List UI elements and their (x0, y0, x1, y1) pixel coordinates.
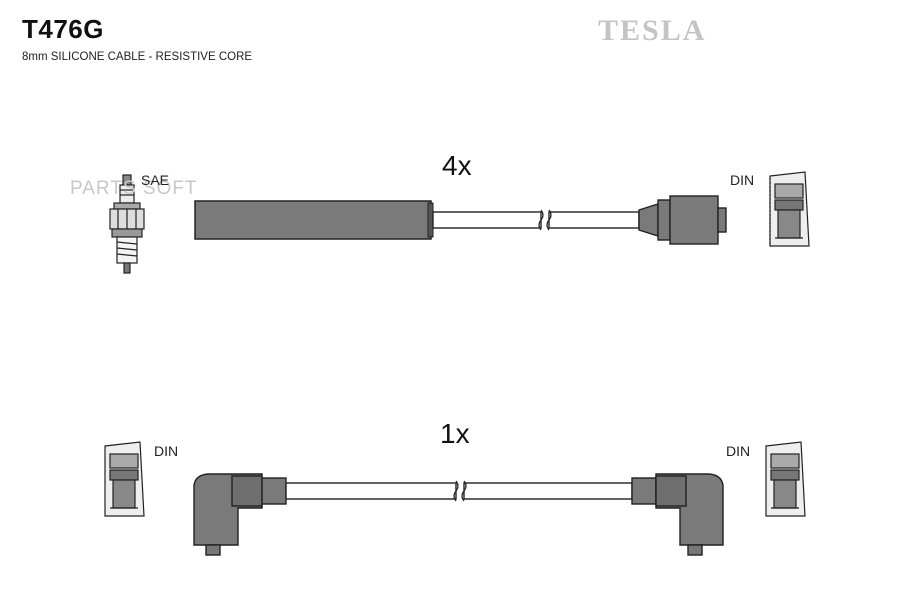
coil-boot-straight (638, 195, 727, 245)
cable-description: 8mm SILICONE CABLE - RESISTIVE CORE (22, 51, 253, 63)
part-number: T476G (22, 14, 104, 44)
spark-plug-icon (109, 174, 145, 274)
watermark: PARTS SOFT (70, 178, 198, 199)
end-label-sae: SAE (141, 172, 170, 188)
cable-quantity-bottom: 1x (440, 418, 470, 449)
din-terminal-icon (769, 171, 810, 247)
din-terminal-icon (765, 441, 806, 517)
brand-logo: TESLA (598, 14, 707, 47)
cable-bottom (285, 480, 633, 502)
angled-boot-left (193, 473, 287, 556)
spark-plug-boot (194, 200, 432, 240)
end-label-din-bottom-left: DIN (154, 443, 179, 459)
din-terminal-icon (104, 441, 145, 517)
angled-boot-right (631, 473, 724, 556)
cable-top (432, 209, 640, 231)
cable-quantity-top: 4x (442, 150, 472, 181)
end-label-din-top-right: DIN (730, 172, 755, 188)
end-label-din-bottom-right: DIN (726, 443, 751, 459)
